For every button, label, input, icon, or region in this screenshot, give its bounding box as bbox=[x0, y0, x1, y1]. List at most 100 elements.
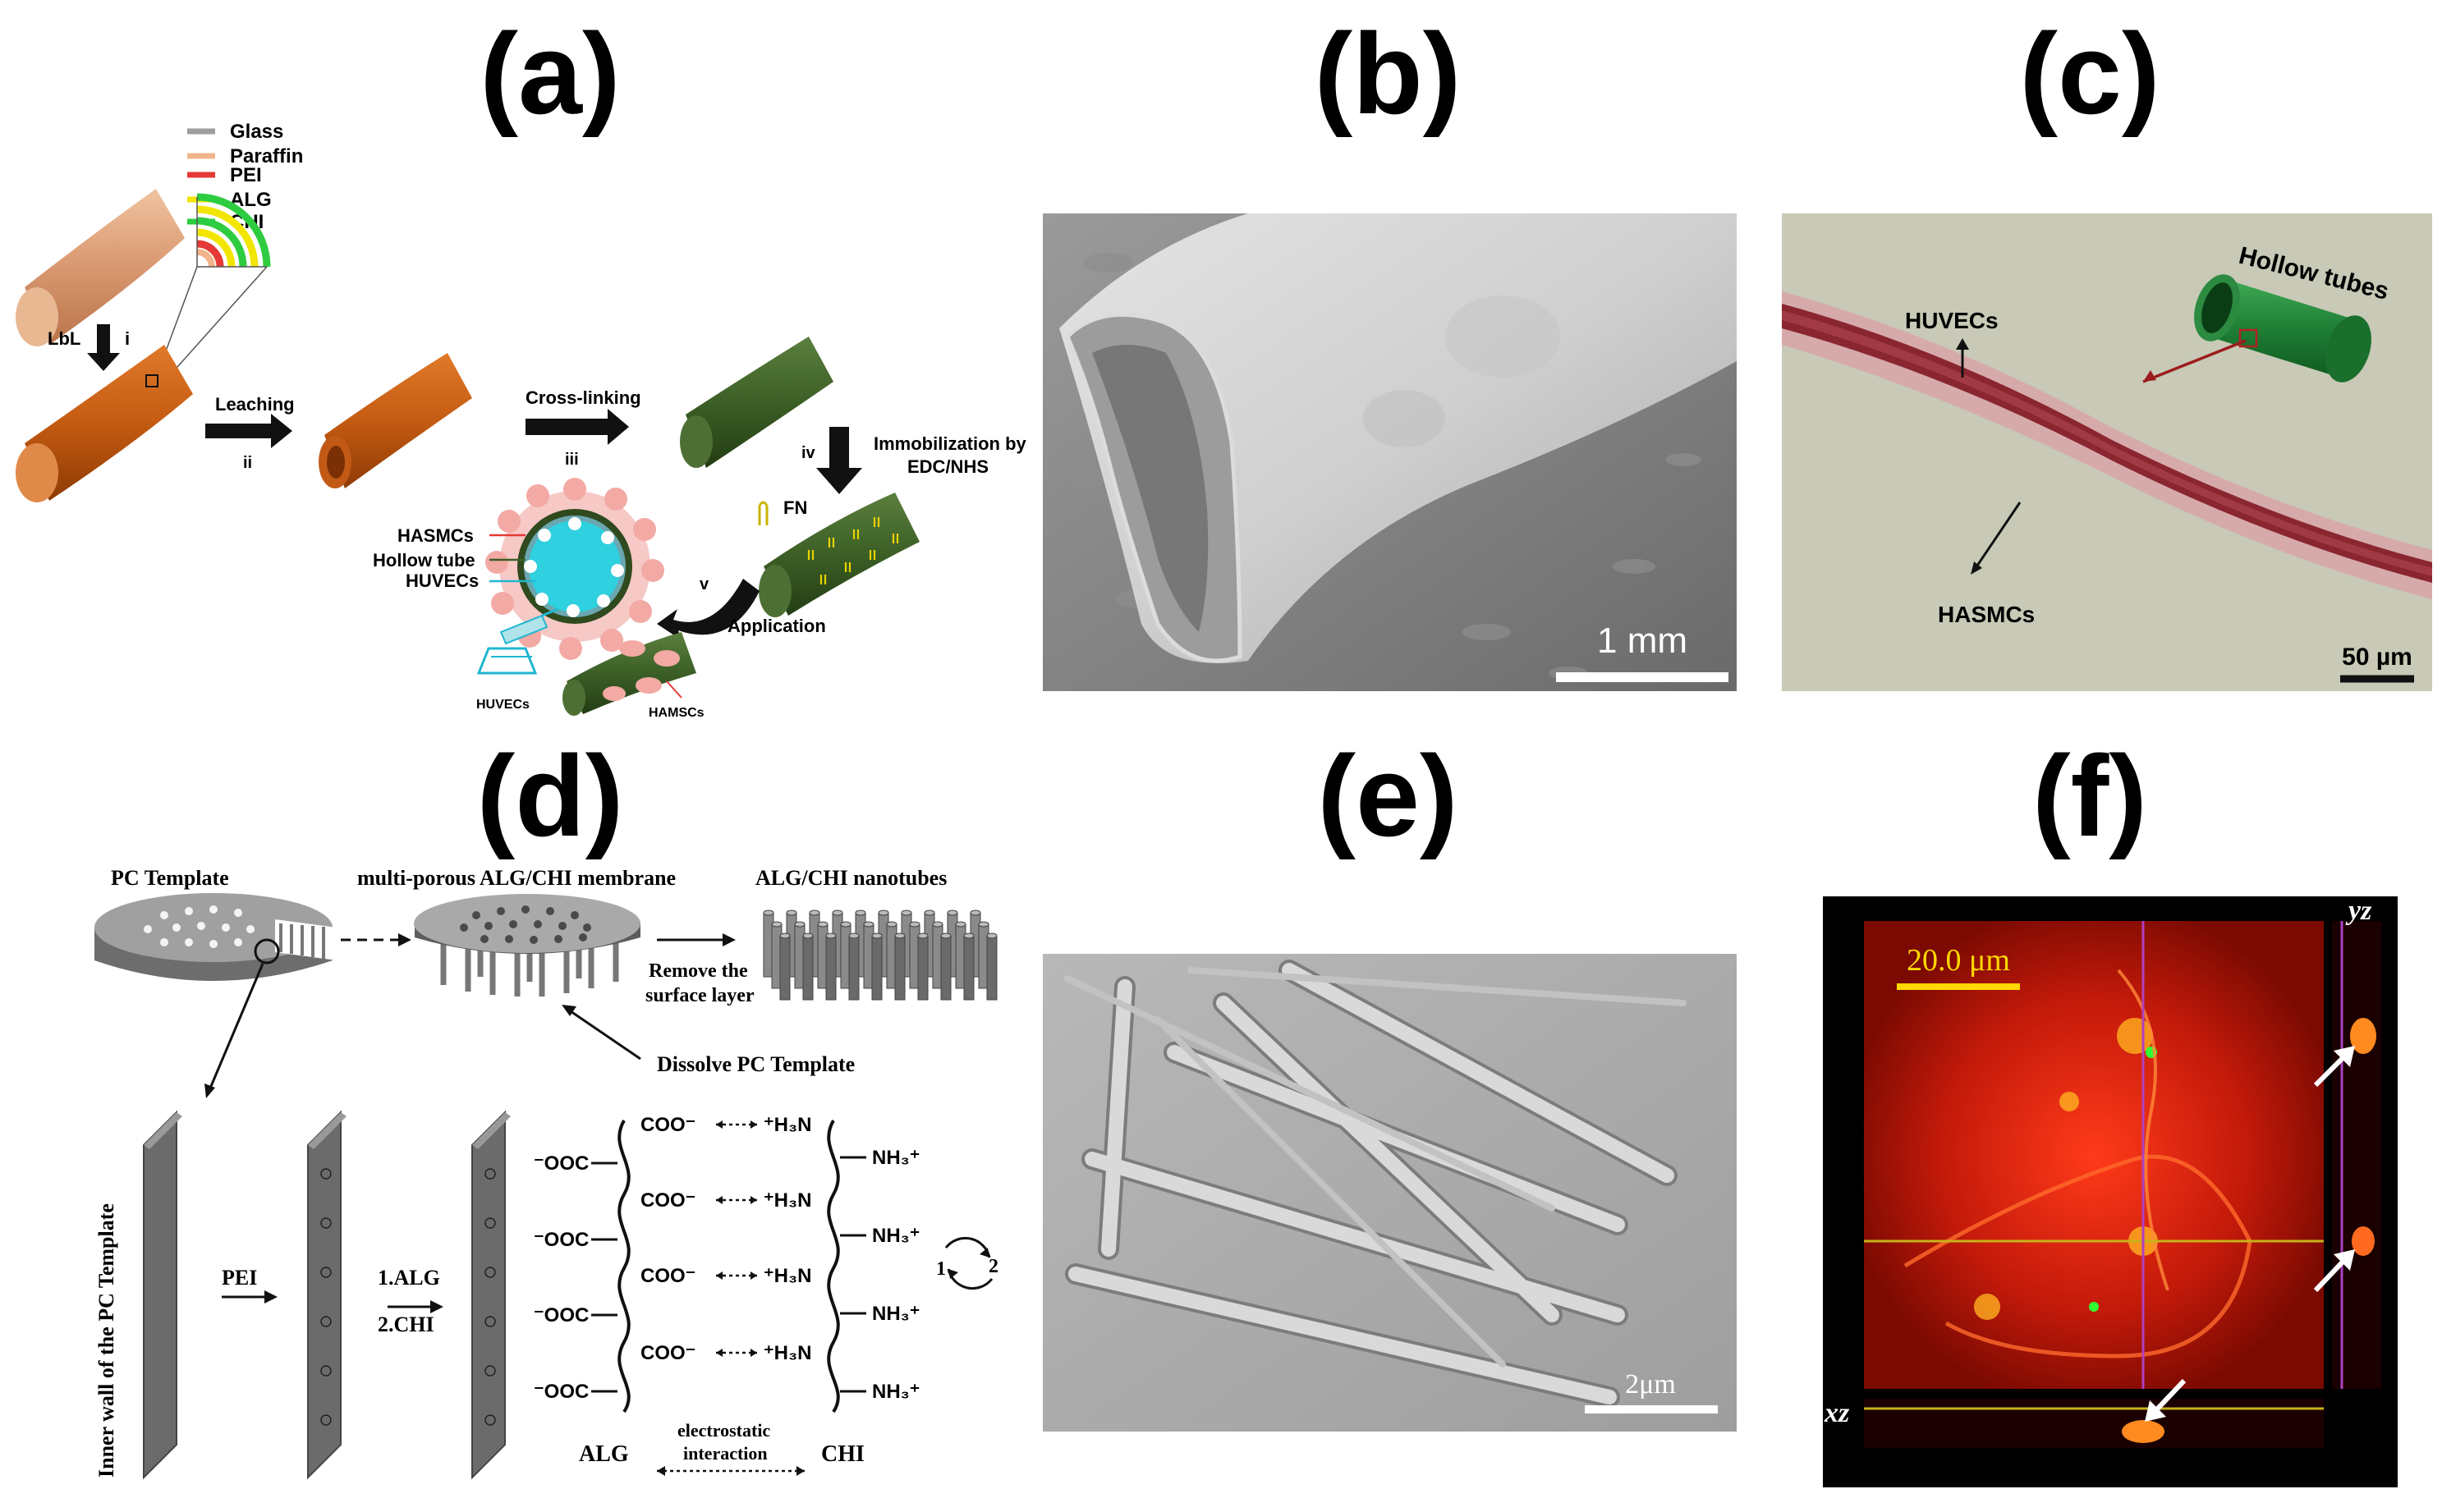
nanotube-cap bbox=[932, 921, 943, 928]
nanotube bbox=[848, 935, 860, 1001]
label-hasmcs-c: HASMCs bbox=[1938, 602, 2035, 627]
label-alg: ALG bbox=[579, 1441, 629, 1467]
scale-bar-b-label: 1 mm bbox=[1597, 621, 1687, 661]
label-lbl: LbL bbox=[48, 328, 80, 349]
nanotube-cap bbox=[809, 909, 820, 916]
nanotube bbox=[963, 935, 975, 1001]
nanotube-cap bbox=[802, 932, 814, 939]
panel-label-c: (c) bbox=[2019, 9, 2160, 138]
nanotube bbox=[917, 935, 929, 1001]
label-nanotubes: ALG/CHI nanotubes bbox=[755, 870, 947, 890]
legend-paraffin: Paraffin bbox=[230, 145, 303, 167]
label-step-iii: iii bbox=[565, 451, 579, 469]
label-edc-nhs: EDC/NHS bbox=[907, 456, 989, 477]
label-remove: Remove the bbox=[649, 960, 748, 982]
coated-tube bbox=[25, 345, 193, 501]
nanotube-cap bbox=[986, 932, 998, 939]
nanotube bbox=[894, 935, 906, 1001]
panel-f-confocal-image: 20.0 μm yz xz bbox=[1823, 896, 2398, 1487]
label-ooc-2: ⁻OOC bbox=[534, 1229, 589, 1251]
panel-e-sem-image: 2μm bbox=[1043, 954, 1737, 1432]
arrow-crosslinking bbox=[526, 409, 629, 445]
label-nh3-3: NH₃⁺ bbox=[872, 1303, 920, 1325]
panel-label-e: (e) bbox=[1317, 731, 1458, 860]
label-pei: PEI bbox=[222, 1266, 257, 1290]
nanotube-cap bbox=[848, 932, 860, 939]
nanotube-cap bbox=[771, 921, 783, 928]
label-hamscs-small: HAMSCs bbox=[649, 706, 705, 720]
nanotube-cap bbox=[763, 909, 774, 916]
cycle-arrows-icon bbox=[944, 1236, 994, 1290]
label-leaching: Leaching bbox=[215, 394, 295, 415]
label-coo-2: COO⁻ bbox=[640, 1189, 695, 1212]
nanotube bbox=[940, 935, 952, 1001]
label-h3n-3: ⁺H₃N bbox=[764, 1265, 811, 1287]
nanotube bbox=[871, 935, 883, 1001]
nanotube-cap bbox=[855, 909, 866, 916]
label-interaction: interaction bbox=[683, 1443, 768, 1464]
hollow-orange-tube bbox=[324, 353, 472, 488]
hollow-tube-icon bbox=[2194, 274, 2371, 383]
panel-a-schematic: Glass Paraffin PEI ALG CHI LbL i Leachin… bbox=[16, 121, 1027, 720]
label-application: Application bbox=[728, 616, 826, 636]
label-xz: xz bbox=[1824, 1398, 1850, 1428]
chi-backbone bbox=[827, 1120, 840, 1413]
nanotube-cap bbox=[970, 909, 981, 916]
label-ooc-3: ⁻OOC bbox=[534, 1304, 589, 1326]
label-huvecs-small: HUVECs bbox=[476, 698, 530, 712]
green-tube bbox=[686, 337, 833, 468]
scale-bar-c-label: 50 µm bbox=[2342, 644, 2412, 671]
label-dissolve: Dissolve PC Template bbox=[657, 1052, 855, 1076]
nanotube-cap bbox=[840, 921, 851, 928]
nanotube bbox=[986, 935, 998, 1001]
wall-plate-3 bbox=[471, 1110, 511, 1480]
label-chi: CHI bbox=[821, 1441, 865, 1467]
nanotube-cap bbox=[786, 909, 797, 916]
nanotube-cap bbox=[909, 921, 920, 928]
nanotube-array bbox=[763, 909, 998, 1001]
label-step-iv: iv bbox=[801, 444, 816, 462]
label-cycle-1: 1 bbox=[936, 1258, 946, 1280]
label-ooc-1: ⁻OOC bbox=[534, 1152, 589, 1175]
arrow-step-v bbox=[657, 579, 760, 640]
label-immobilization: Immobilization by bbox=[874, 433, 1027, 454]
nanotube-cap bbox=[947, 909, 958, 916]
label-fn: FN bbox=[783, 497, 807, 518]
seeding-illustration bbox=[476, 607, 696, 716]
nanotube bbox=[779, 935, 791, 1001]
label-cycle-2: 2 bbox=[989, 1256, 998, 1277]
label-hasmcs: HASMCs bbox=[397, 525, 474, 546]
panel-label-a: (a) bbox=[480, 9, 621, 138]
label-surface-layer: surface layer bbox=[645, 985, 755, 1006]
label-chi-step: 2.CHI bbox=[378, 1313, 434, 1336]
nanotube-cap bbox=[940, 932, 952, 939]
label-crosslinking: Cross-linking bbox=[526, 387, 641, 408]
nanotube-cap bbox=[894, 932, 906, 939]
scale-bar-f-label: 20.0 μm bbox=[1907, 943, 2010, 978]
nanotube-cap bbox=[779, 932, 791, 939]
panel-b-sem-image: 1 mm bbox=[1043, 213, 1737, 691]
label-alg-step: 1.ALG bbox=[378, 1266, 440, 1290]
tube-cross-section bbox=[485, 478, 664, 660]
label-nh3-4: NH₃⁺ bbox=[872, 1381, 920, 1403]
fn-coated-tube bbox=[764, 493, 920, 616]
label-coo-4: COO⁻ bbox=[640, 1342, 695, 1364]
nanotube-cap bbox=[924, 909, 935, 916]
panel-label-d: (d) bbox=[476, 731, 624, 860]
nanotube-cap bbox=[825, 932, 837, 939]
label-nh3-1: NH₃⁺ bbox=[872, 1147, 920, 1169]
alg-chi-membrane bbox=[414, 894, 640, 997]
arrow-step-iv bbox=[816, 427, 862, 494]
label-h3n-2: ⁺H₃N bbox=[764, 1189, 811, 1212]
fn-icon bbox=[758, 501, 769, 525]
legend-glass: Glass bbox=[230, 121, 283, 143]
label-yz: yz bbox=[2345, 896, 2372, 926]
label-nh3-2: NH₃⁺ bbox=[872, 1225, 920, 1247]
label-h3n-4: ⁺H₃N bbox=[764, 1342, 811, 1364]
panel-c-microscopy-image: Hollow tubes HUVECs HASMCs 50 µm bbox=[1782, 213, 2432, 691]
nanotube bbox=[802, 935, 814, 1001]
nanotube-cap bbox=[863, 921, 874, 928]
label-hollow-tube: Hollow tube bbox=[373, 550, 475, 570]
label-electrostatic: electrostatic bbox=[677, 1420, 770, 1441]
nanotube-cap bbox=[917, 932, 929, 939]
